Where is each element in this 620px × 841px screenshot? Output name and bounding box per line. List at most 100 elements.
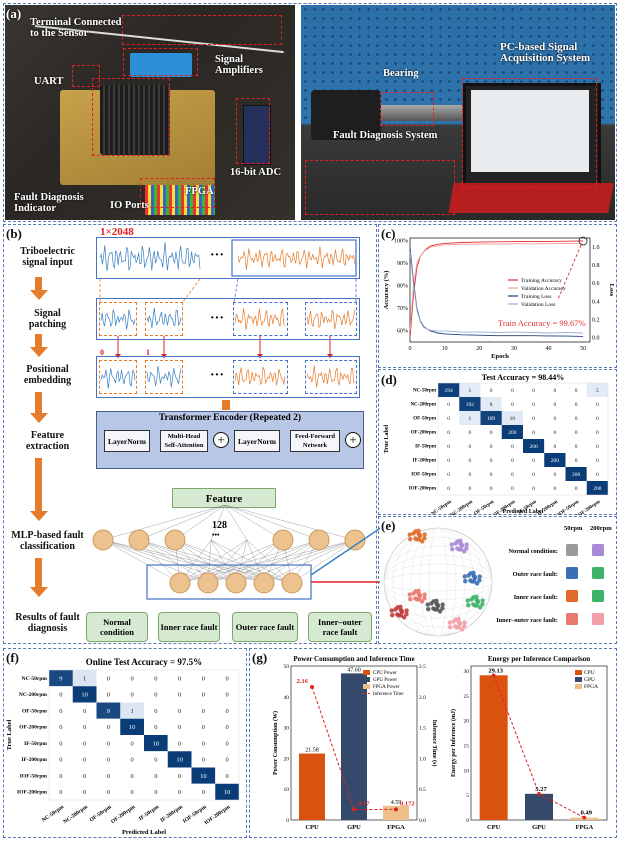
step-signal-input: Triboelectric signal input (20, 246, 75, 268)
cluster-point (393, 607, 398, 612)
matrix-cell (523, 425, 545, 439)
matrix-cell (96, 718, 121, 735)
x-axis-label: Predicted Label (122, 829, 166, 836)
matrix-value: 0 (202, 789, 205, 796)
cluster-point (404, 612, 409, 617)
box-fpga (92, 78, 170, 156)
cluster-point (465, 598, 470, 603)
matrix-cell (191, 670, 216, 687)
matrix-cell (167, 735, 192, 752)
matrix-cell (167, 718, 192, 735)
input-zoom-box (231, 239, 357, 277)
neuron (308, 529, 330, 551)
matrix-cell (215, 670, 239, 687)
cluster-point (480, 602, 485, 607)
matrix-value: 10 (81, 692, 88, 699)
matrix-value: 0 (107, 675, 110, 682)
x-tick-label: 40 (545, 346, 551, 352)
matrix-value: 0 (178, 789, 181, 796)
matrix-value: 10 (224, 789, 231, 796)
y-tick-label-right: 0.2 (592, 317, 600, 323)
matrix-cell (480, 383, 502, 397)
matrix-value: 0 (202, 757, 205, 764)
matrix-cell (459, 383, 481, 397)
label-signal-amplifiers: Signal Amplifiers (215, 54, 263, 76)
cluster-point (408, 597, 413, 602)
patch-wave-1 (146, 307, 182, 328)
adc-module (243, 105, 271, 165)
matrix-value: 0 (554, 486, 557, 492)
matrix-cell (459, 481, 481, 495)
col-label: IOF-200rpm (203, 804, 231, 826)
matrix-value: 0 (447, 458, 450, 464)
input-wave-blue (99, 242, 201, 272)
cluster-point (422, 536, 427, 541)
label-adc: 16-bit ADC (230, 167, 282, 178)
cluster-point (411, 591, 416, 596)
matrix-cell (96, 702, 121, 719)
step-extraction: Feature extraction (25, 430, 70, 452)
mlp-connection (224, 505, 284, 541)
matrix-value: 0 (178, 675, 181, 682)
panel-label-a: (a) (6, 6, 22, 21)
y-tick-label-right: 0.5 (419, 787, 426, 793)
matrix-value: 0 (447, 430, 450, 436)
matrix-value: 0 (469, 458, 472, 464)
cluster-point (390, 613, 395, 618)
matrix-cell (586, 397, 608, 411)
col-label: NC-50rpm (431, 499, 453, 515)
y-tick-label-right: 0.0 (419, 818, 426, 824)
col-label: IOF-200rpm (576, 499, 602, 515)
matrix-value: 0 (469, 444, 472, 450)
matrix-cell (191, 718, 216, 735)
matrix-cell (438, 439, 460, 453)
matrix-value: 0 (596, 472, 599, 478)
energy-point (537, 792, 541, 796)
matrix-cell (459, 425, 481, 439)
matrix-cell (96, 783, 121, 800)
residual-add-1: + (213, 432, 229, 448)
neuron (164, 529, 186, 551)
signal-ellipsis: ··· (210, 248, 225, 263)
matrix-value: 10 (200, 773, 207, 780)
cluster-point (464, 546, 469, 551)
inference-time-label: 2.16 (297, 678, 309, 685)
y-tick-label-right: 2.5 (419, 664, 426, 670)
cluster-point (448, 625, 453, 630)
output-neuron (197, 572, 219, 594)
matrix-value: 0 (575, 402, 578, 408)
matrix-value: 0 (178, 740, 181, 747)
matrix-cell (438, 425, 460, 439)
legend-label: GPU (584, 677, 595, 683)
matrix-cell (459, 453, 481, 467)
matrix-cell (459, 467, 481, 481)
cluster-point (450, 547, 455, 552)
cluster-point (471, 579, 477, 584)
flow-arrow-head-4 (30, 511, 48, 521)
energy-value-label: 0.49 (581, 810, 593, 817)
matrix-cell (120, 670, 144, 687)
matrix-value: 0 (83, 708, 86, 715)
legend-row-label: Inner race fault: (514, 594, 558, 601)
box-amplifier (123, 48, 198, 76)
output-neuron (169, 572, 191, 594)
matrix-cell (480, 397, 502, 411)
matrix-cell (544, 481, 566, 495)
matrix-cell (49, 783, 73, 800)
cluster-point (398, 607, 404, 613)
matrix-cell (480, 453, 502, 467)
matrix-value: 0 (532, 402, 535, 408)
ribbon-cable (145, 185, 215, 215)
y-tick-label: 50 (284, 664, 290, 670)
panel-label-e: (e) (381, 518, 396, 533)
legend-label: GPU Power (373, 678, 397, 683)
mlp-connection (235, 539, 356, 584)
patch-30 (233, 302, 288, 336)
neuron (344, 529, 366, 551)
legend-swatch (363, 670, 370, 675)
matrix-value: 0 (178, 692, 181, 699)
matrix-cell (191, 751, 216, 768)
encoder-title: Transformer Encoder (Repeated 2) (158, 413, 302, 423)
matrix-cell (565, 439, 587, 453)
